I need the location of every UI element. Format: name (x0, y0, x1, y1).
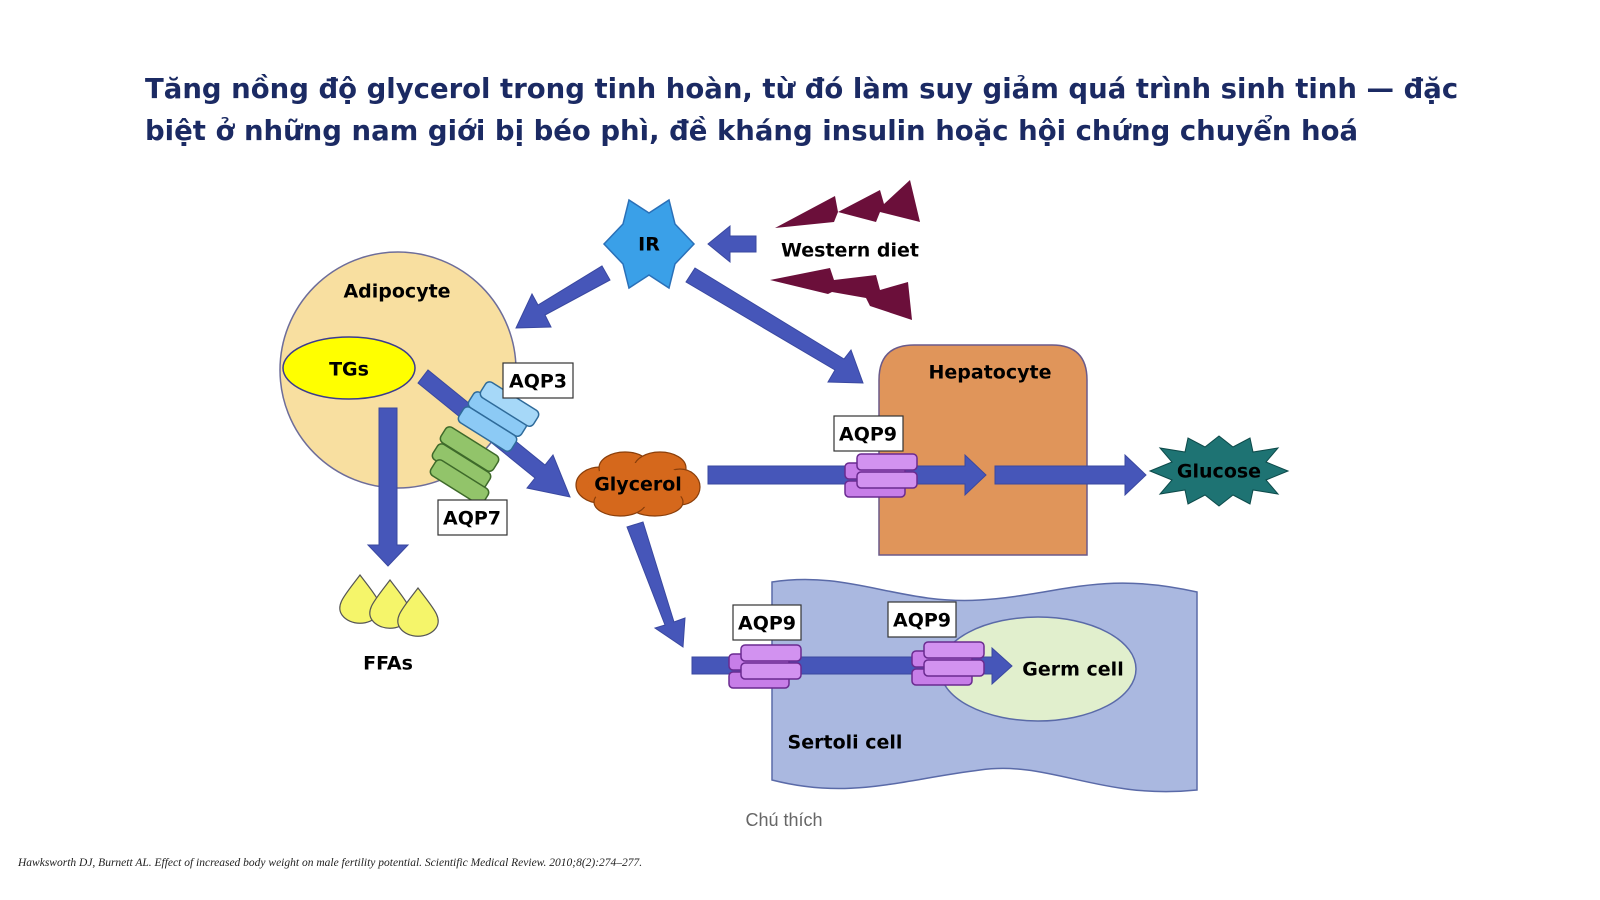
hepatocyte-cell (878, 344, 1088, 556)
aqp9-sertoli-label: AQP9 (738, 613, 796, 635)
aqp7-channel-icon (429, 426, 500, 505)
aqp9-liver-label: AQP9 (839, 424, 897, 446)
glucose-starburst (1148, 435, 1290, 507)
slide-title: Tăng nồng độ glycerol trong tinh hoàn, t… (145, 73, 1459, 147)
hepatocyte-label: Hepatocyte (929, 362, 1052, 384)
citation: Hawksworth DJ, Burnett AL. Effect of inc… (18, 857, 643, 869)
western-diet-label: Western diet (781, 240, 919, 262)
sertoli-cell-label: Sertoli cell (788, 732, 903, 754)
arrow-diet-to-ir (707, 224, 757, 264)
ffas-droplets-icon (339, 574, 439, 637)
arrow-tgs-to-ffas (366, 407, 410, 567)
tgs-droplet (282, 336, 416, 400)
germ-cell-label: Germ cell (1022, 659, 1123, 681)
aqp3-channel-icon (457, 381, 540, 452)
arrow-liver-to-glucose (994, 453, 1147, 497)
adipocyte-label: Adipocyte (343, 281, 450, 303)
glycerol-label: Glycerol (594, 474, 682, 496)
aqp9-germ-label: AQP9 (893, 610, 951, 632)
tgs-label: TGs (329, 359, 369, 381)
arrow-ir-to-hepatocyte (685, 267, 864, 384)
aqp3-label: AQP3 (509, 371, 567, 393)
western-diet-lightning-icon (770, 180, 920, 320)
ir-label: IR (638, 234, 660, 256)
ffas-label: FFAs (363, 653, 413, 675)
glucose-label: Glucose (1177, 461, 1261, 483)
ir-insulin-resistance-shape (602, 198, 696, 290)
aqp7-label: AQP7 (443, 508, 501, 530)
arrow-ir-to-adipocyte (515, 265, 611, 329)
glycerol-cloud (575, 451, 701, 517)
arrow-glycerol-to-testis (626, 521, 686, 648)
figure-caption: Chú thích (745, 810, 823, 830)
